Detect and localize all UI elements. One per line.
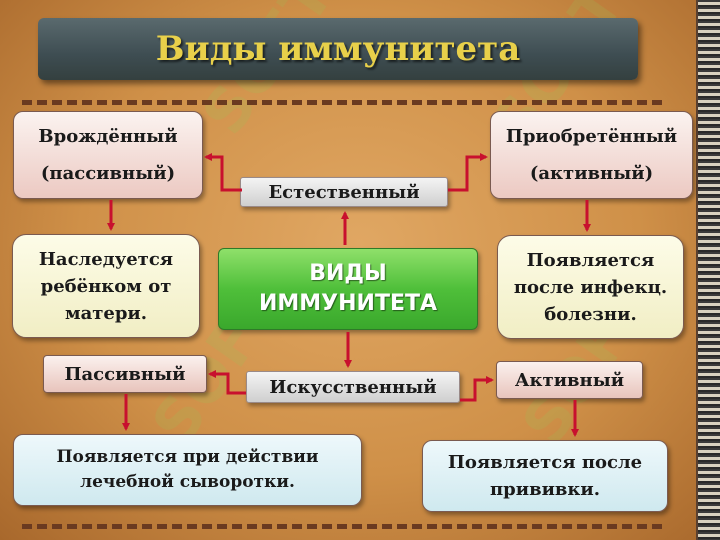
passive-desc-line: лечебной сыворотки.	[80, 472, 295, 492]
title-bar: Виды иммунитета	[38, 18, 638, 80]
innate-box: Врождённый (пассивный)	[13, 111, 203, 199]
center-label: ВИДЫ	[309, 261, 387, 286]
arrow-natural-acquired	[448, 153, 488, 192]
innate-desc-line: матери.	[64, 302, 148, 324]
active-desc-line: прививки.	[489, 479, 601, 500]
divider-top	[22, 100, 662, 105]
acquired-box: Приобретённый (активный)	[490, 111, 693, 199]
acquired-desc-line: болезни.	[544, 303, 637, 325]
passive-label: Пассивный	[64, 363, 186, 385]
innate-desc-box: Наследуется ребёнком от матери.	[12, 234, 200, 338]
notebook-spiral	[696, 0, 720, 540]
passive-desc-line: Появляется при действии	[56, 447, 319, 467]
arrow-natural-innate	[204, 153, 242, 192]
center-box: ВИДЫ ИММУНИТЕТА	[218, 248, 478, 330]
divider-bottom	[22, 524, 662, 529]
arrow-artificial-active	[460, 376, 494, 402]
artificial-label: Искусственный	[269, 376, 437, 398]
active-desc-line: Появляется после	[447, 452, 643, 473]
innate-desc-line: ребёнком от	[40, 275, 172, 297]
innate-desc-line: Наследуется	[38, 248, 174, 270]
passive-box: Пассивный	[43, 355, 207, 393]
artificial-box: Искусственный	[246, 371, 460, 403]
acquired-label: Приобретённый	[505, 126, 678, 147]
acquired-desc-box: Появляется после инфекц. болезни.	[497, 235, 684, 339]
passive-desc-box: Появляется при действии лечебной сыворот…	[13, 434, 362, 506]
acquired-desc-line: Появляется	[526, 249, 655, 271]
natural-label: Естественный	[268, 181, 420, 203]
innate-sublabel: (пассивный)	[40, 163, 176, 184]
center-label: ИММУНИТЕТА	[258, 291, 438, 316]
acquired-desc-line: после инфекц.	[513, 276, 668, 298]
active-desc-box: Появляется после прививки.	[422, 440, 668, 512]
innate-label: Врождённый	[38, 126, 178, 147]
active-box: Активный	[496, 361, 643, 399]
active-label: Активный	[514, 369, 625, 391]
natural-box: Естественный	[240, 177, 448, 207]
page-title: Виды иммунитета	[155, 29, 521, 69]
acquired-sublabel: (активный)	[529, 163, 654, 184]
